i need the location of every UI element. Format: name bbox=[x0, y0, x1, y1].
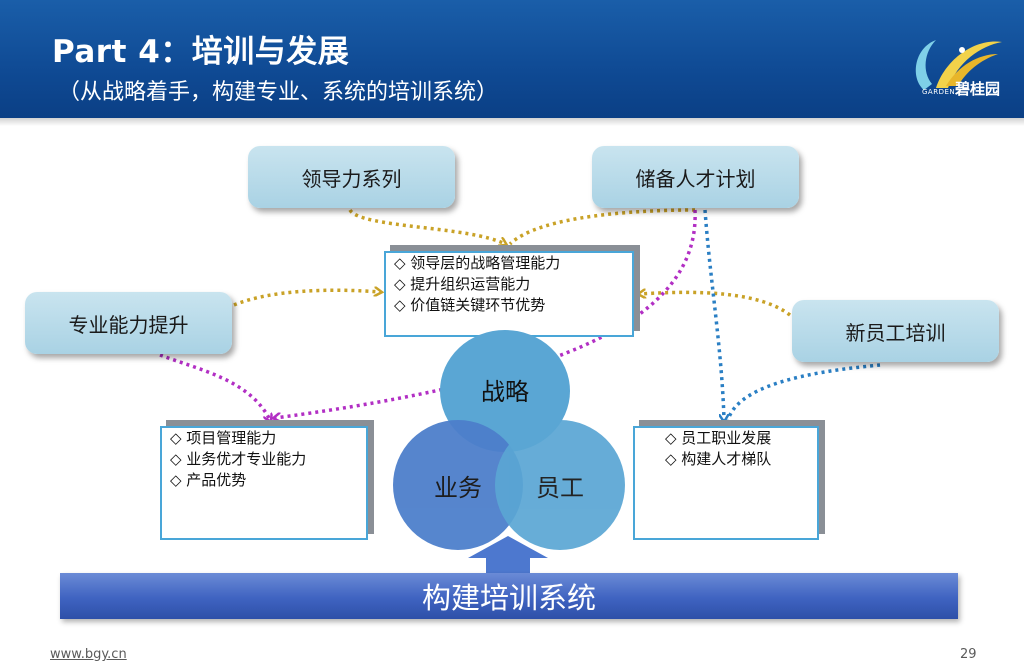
connector-talent-to-business bbox=[275, 209, 697, 418]
list-item: ◇ 产品优势 bbox=[170, 471, 247, 489]
connector-leadership-to-strategy bbox=[348, 208, 505, 244]
pill-new-staff-training: 新员工培训 bbox=[792, 300, 999, 362]
page-subtitle: （从战略着手，构建专业、系统的培训系统） bbox=[58, 80, 499, 105]
list-item: ◇ 项目管理能力 bbox=[170, 429, 277, 447]
footer-url[interactable]: www.bgy.cn bbox=[50, 647, 127, 662]
list-item: ◇ 价值链关键环节优势 bbox=[394, 296, 546, 314]
arrow-up-icon bbox=[468, 536, 548, 576]
list-item: ◇ 员工职业发展 bbox=[665, 429, 772, 447]
circle-strategy-label: 战略 bbox=[481, 378, 529, 406]
business-box: ◇ 项目管理能力 ◇ 业务优才专业能力 ◇ 产品优势 bbox=[160, 426, 368, 540]
circle-staff: 员工 bbox=[495, 420, 625, 550]
page-title: Part 4：培训与发展 bbox=[52, 34, 350, 70]
header-shadow bbox=[0, 118, 1024, 126]
header-banner bbox=[0, 0, 1024, 118]
list-item: ◇ 提升组织运营能力 bbox=[394, 275, 531, 293]
connector-newstaff-to-staff bbox=[726, 363, 881, 421]
list-item: ◇ 业务优才专业能力 bbox=[170, 450, 307, 468]
pill-leadership-series: 领导力系列 bbox=[248, 146, 455, 208]
connector-talent-to-strategy bbox=[508, 208, 696, 246]
connector-talent-to-staff bbox=[703, 209, 724, 420]
base-bar: 构建培训系统 bbox=[60, 573, 958, 619]
logo-text: 碧桂园 bbox=[955, 80, 1001, 98]
connector-newstaff-to-strategy bbox=[640, 292, 792, 317]
base-bar-label: 构建培训系统 bbox=[421, 581, 596, 615]
logo-small-text: GARDEN bbox=[922, 88, 956, 96]
company-logo-icon bbox=[915, 40, 1002, 90]
pill-talent-reserve-plan: 储备人才计划 bbox=[592, 146, 799, 208]
list-item: ◇ 领导层的战略管理能力 bbox=[394, 254, 561, 272]
pill-professional-ability: 专业能力提升 bbox=[25, 292, 232, 354]
page-number: 29 bbox=[960, 647, 977, 662]
connector-professional-to-strategy bbox=[233, 290, 380, 307]
strategy-box: ◇ 领导层的战略管理能力 ◇ 提升组织运营能力 ◇ 价值链关键环节优势 bbox=[384, 251, 634, 337]
staff-box: ◇ 员工职业发展 ◇ 构建人才梯队 bbox=[633, 426, 819, 540]
connector-professional-to-business bbox=[159, 353, 270, 420]
list-item: ◇ 构建人才梯队 bbox=[665, 450, 772, 468]
circle-business-label: 业务 bbox=[434, 473, 482, 502]
circle-staff-label: 员工 bbox=[536, 473, 584, 502]
